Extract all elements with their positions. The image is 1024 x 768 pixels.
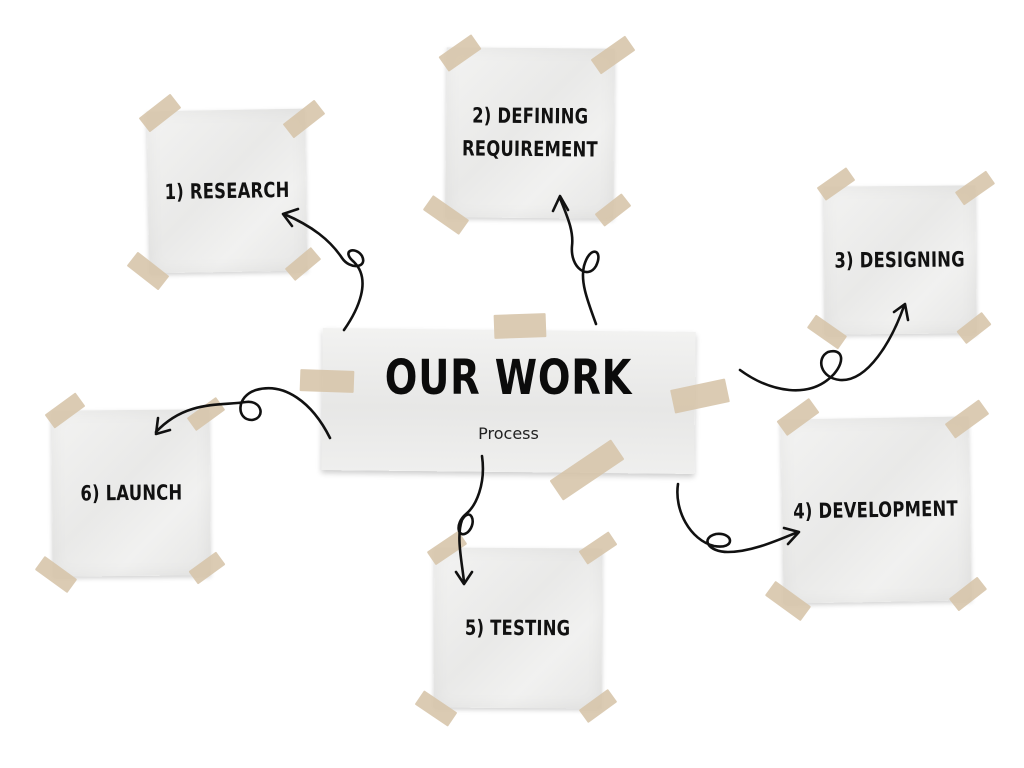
- arrowhead-launch: [154, 416, 172, 436]
- center-title: OUR WORK: [384, 350, 633, 406]
- arrow-to-launch: [154, 387, 332, 440]
- arrowhead-development: [782, 526, 801, 546]
- arrowhead-defining: [551, 194, 570, 213]
- arrow-to-development: [676, 482, 800, 554]
- arrow-to-designing: [738, 304, 906, 392]
- center-subtitle: Process: [478, 424, 539, 443]
- arrowhead-testing: [454, 570, 474, 586]
- arrowhead-research: [281, 207, 300, 228]
- arrow-to-testing: [457, 454, 485, 584]
- arrow-to-research: [282, 212, 365, 332]
- arrowhead-designing: [892, 302, 910, 322]
- arrow-to-defining: [558, 196, 600, 326]
